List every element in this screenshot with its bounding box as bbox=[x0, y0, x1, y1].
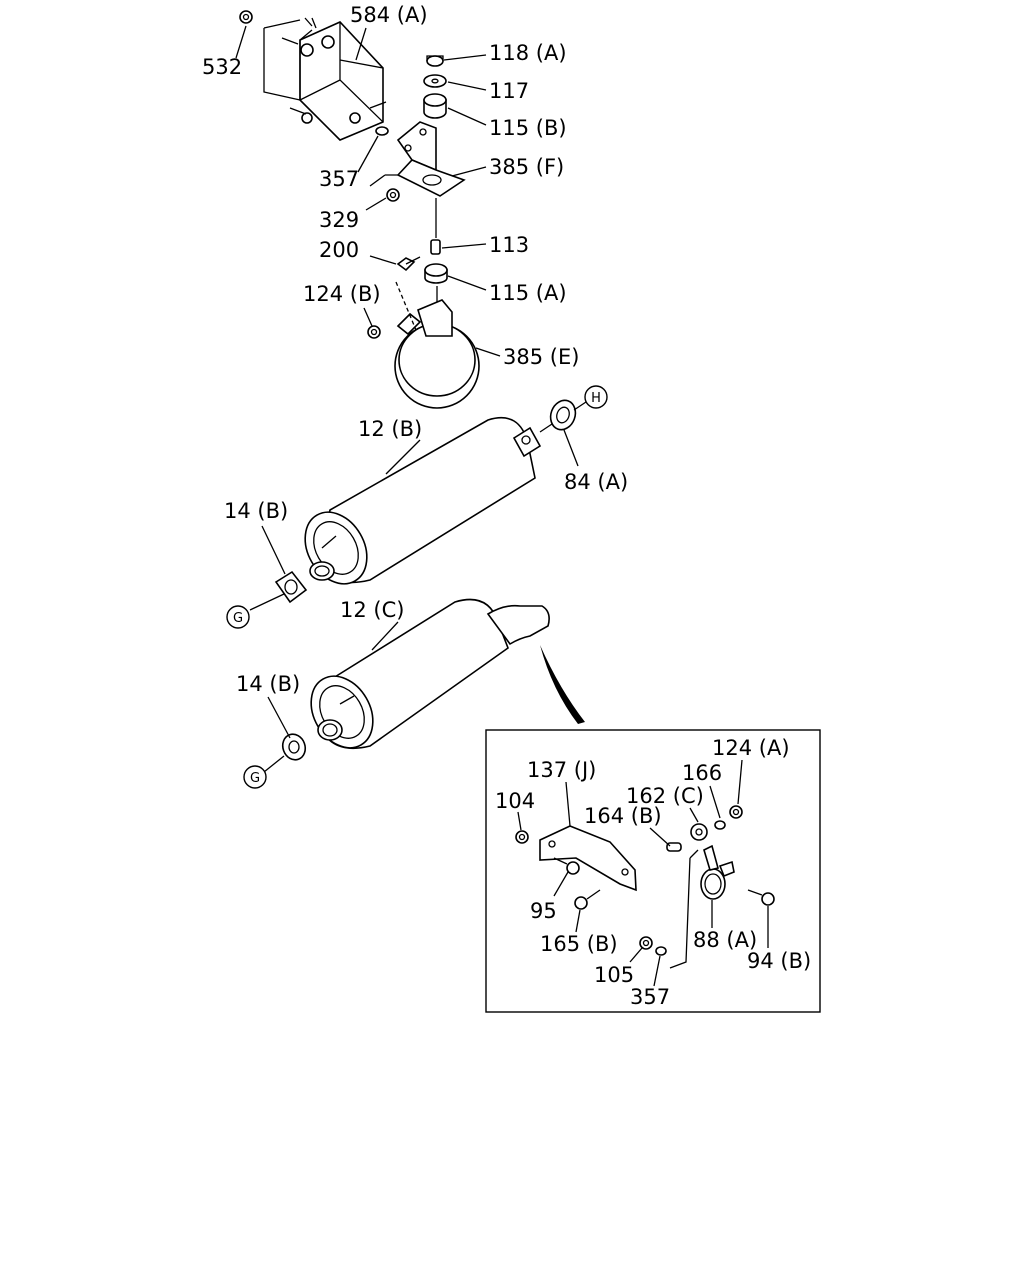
label-124a: 124 (A) bbox=[712, 736, 790, 760]
washer-117 bbox=[423, 74, 447, 88]
washer-357-bottom bbox=[655, 946, 667, 956]
label-118a: 118 (A) bbox=[489, 41, 567, 65]
label-117: 117 bbox=[489, 79, 529, 103]
label-12b: 12 (B) bbox=[358, 417, 422, 441]
label-385e: 385 (E) bbox=[503, 345, 579, 369]
leader-357-329 bbox=[369, 174, 398, 187]
label-124b: 124 (B) bbox=[303, 282, 381, 306]
leader-detail-lines bbox=[669, 849, 699, 969]
leader-lines bbox=[235, 25, 769, 987]
label-113: 113 bbox=[489, 233, 529, 257]
nut-532 bbox=[239, 10, 253, 24]
label-584a: 584 (A) bbox=[350, 3, 428, 27]
nut-329 bbox=[386, 188, 400, 202]
label-115b: 115 (B) bbox=[489, 116, 567, 140]
label-162c: 162 (C) bbox=[626, 784, 704, 808]
gasket-14b-1 bbox=[274, 570, 308, 604]
label-166: 166 bbox=[682, 761, 722, 785]
rubber-115b bbox=[423, 93, 447, 119]
muffler-12c bbox=[310, 598, 550, 750]
leader-h bbox=[539, 401, 587, 433]
detail-pointer-arrow bbox=[540, 645, 585, 724]
gasket-14b-2 bbox=[281, 733, 307, 761]
detail-box bbox=[485, 729, 821, 1013]
nut-124a bbox=[729, 805, 743, 819]
label-14b-2: 14 (B) bbox=[236, 672, 300, 696]
nut-105 bbox=[639, 936, 653, 950]
label-329: 329 bbox=[319, 208, 359, 232]
nut-124b bbox=[367, 325, 381, 339]
clamp-385e bbox=[394, 281, 480, 409]
marker-g-2: G bbox=[243, 765, 267, 789]
bracket-385f bbox=[396, 121, 466, 197]
nut-104 bbox=[515, 830, 529, 844]
svg-text:G: G bbox=[250, 771, 260, 786]
svg-text:G: G bbox=[233, 611, 243, 626]
rubber-162c bbox=[690, 823, 708, 841]
bolt-165b bbox=[574, 889, 601, 910]
muffler-12b bbox=[304, 416, 542, 585]
rubber-115a bbox=[424, 263, 448, 284]
label-12c: 12 (C) bbox=[340, 598, 404, 622]
label-105: 105 bbox=[594, 963, 634, 987]
label-357-top: 357 bbox=[319, 167, 359, 191]
washer-166 bbox=[714, 820, 726, 830]
label-94b: 94 (B) bbox=[747, 949, 811, 973]
bolt-94b bbox=[747, 889, 775, 906]
washer-357-top bbox=[375, 126, 389, 136]
label-532: 532 bbox=[202, 55, 242, 79]
marker-g-1: G bbox=[226, 605, 250, 629]
marker-h: H bbox=[584, 385, 608, 409]
label-115a: 115 (A) bbox=[489, 281, 567, 305]
label-95: 95 bbox=[530, 899, 557, 923]
spacer-164b bbox=[666, 842, 682, 852]
spacer-113 bbox=[430, 239, 441, 255]
label-357-bottom: 357 bbox=[630, 985, 670, 1009]
label-164b: 164 (B) bbox=[584, 804, 662, 828]
label-84a: 84 (A) bbox=[564, 470, 628, 494]
label-200: 200 bbox=[319, 238, 359, 262]
label-385f: 385 (F) bbox=[489, 155, 564, 179]
gasket-84a bbox=[549, 399, 577, 431]
nut-118a bbox=[426, 55, 444, 67]
svg-text:H: H bbox=[591, 391, 601, 406]
bolt-95 bbox=[553, 857, 580, 875]
bolt-200 bbox=[396, 256, 421, 272]
bracket-137j bbox=[539, 825, 637, 892]
label-88a: 88 (A) bbox=[693, 928, 757, 952]
bracket-584a bbox=[263, 17, 387, 141]
label-14b-1: 14 (B) bbox=[224, 499, 288, 523]
clamp-88a bbox=[700, 844, 735, 900]
label-165b: 165 (B) bbox=[540, 932, 618, 956]
label-137j: 137 (J) bbox=[527, 758, 596, 782]
label-104: 104 bbox=[495, 789, 535, 813]
